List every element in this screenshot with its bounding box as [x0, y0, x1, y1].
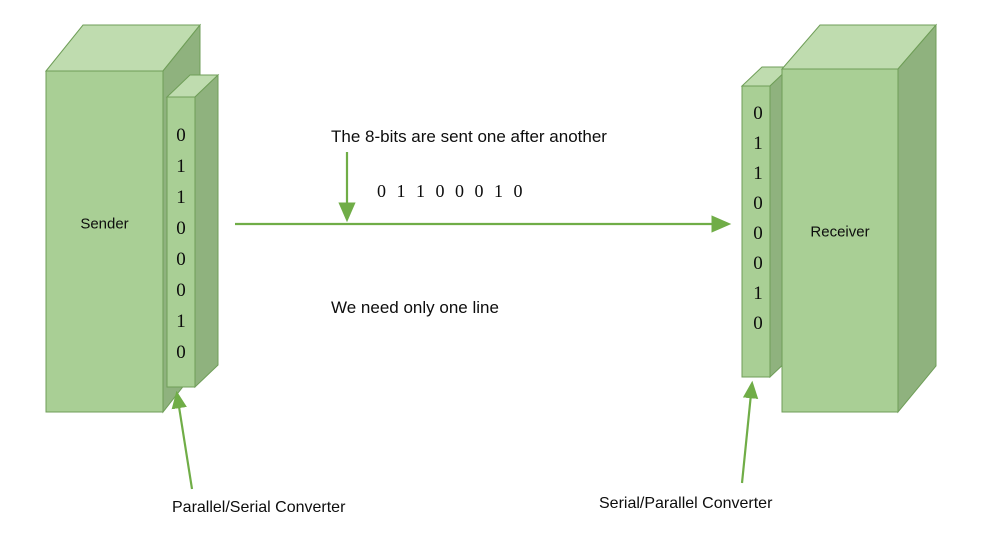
receiver-bit-2: 1 [753, 163, 763, 184]
receiver-converter-front-face [741, 85, 771, 378]
sender-label: Sender [80, 215, 129, 233]
receiver-converter-pointer-arrow [740, 380, 759, 484]
receiver-converter-caption: Serial/Parallel Converter [599, 495, 773, 512]
receiver-box-side-face [897, 23, 937, 414]
sender-converter-pointer-arrow [171, 390, 194, 490]
sender-bit-6: 1 [176, 311, 186, 332]
receiver-bit-6: 1 [753, 283, 763, 304]
serial-bitstream-label: 0 1 1 0 0 0 1 0 [377, 181, 523, 201]
sender-bit-5: 0 [176, 280, 186, 301]
sender-bit-4: 0 [176, 249, 186, 270]
sender-bit-7: 0 [176, 342, 186, 363]
sender-box-front-face [45, 70, 164, 413]
sender-converter-caption: Parallel/Serial Converter [172, 499, 346, 516]
receiver-bit-7: 0 [753, 313, 763, 334]
receiver-bit-5: 0 [753, 253, 763, 274]
sender-bit-2: 1 [176, 187, 186, 208]
receiver-box-3d [780, 23, 938, 414]
receiver-bit-1: 1 [753, 133, 763, 154]
sender-converter-box-3d [165, 73, 220, 389]
sender-converter-front-face [166, 96, 196, 388]
receiver-box-front-face [781, 68, 899, 413]
sender-bit-3: 0 [176, 218, 186, 239]
receiver-bit-4: 0 [753, 223, 763, 244]
receiver-bit-0: 0 [753, 103, 763, 124]
one-line-note-label: We need only one line [331, 298, 499, 317]
receiver-label: Receiver [810, 223, 870, 241]
top-note-label: The 8-bits are sent one after another [331, 127, 607, 146]
sender-bit-1: 1 [176, 156, 186, 177]
receiver-bit-3: 0 [753, 193, 763, 214]
sender-bit-0: 0 [176, 125, 186, 146]
sender-converter-side-face [194, 73, 219, 389]
